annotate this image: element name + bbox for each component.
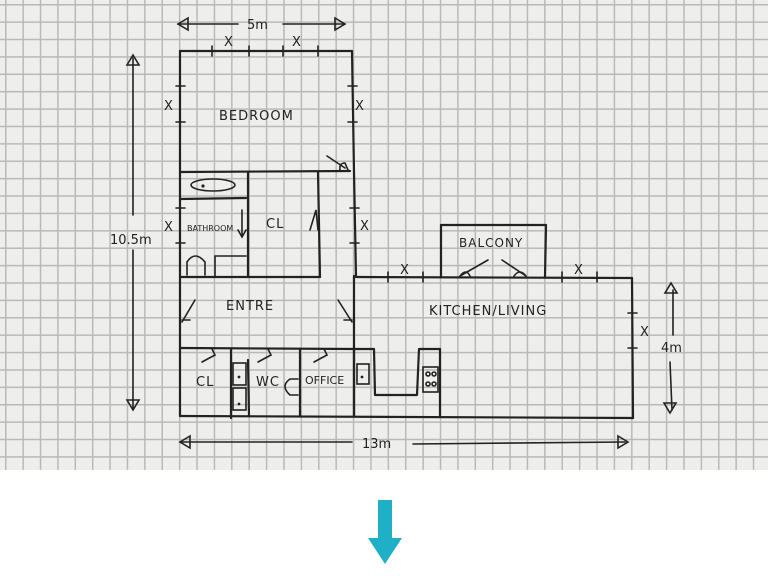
fixtures	[186, 178, 439, 411]
down-arrow-icon	[368, 500, 402, 564]
room-label-kitchen-living: KITCHEN/LIVING	[429, 304, 547, 319]
graph-paper	[0, 0, 768, 470]
dimension-right: 4m	[661, 281, 682, 415]
dimension-bottom: 13m	[178, 434, 630, 452]
bathtub-icon	[190, 178, 236, 192]
svg-text:X: X	[164, 99, 174, 114]
floor-plan: 5m 10.5m 13m 4m	[110, 16, 682, 452]
toilet-icon	[186, 255, 206, 276]
room-label-closet-upper: CL	[266, 217, 284, 232]
window-markers: X X X X X X X X X	[164, 35, 650, 349]
kitchen-sink-icon	[356, 363, 370, 385]
room-label-bathroom: BATHROOM	[187, 224, 233, 233]
dimension-label-bottom: 13m	[362, 437, 391, 452]
svg-text:X: X	[574, 263, 584, 278]
dryer-icon	[232, 387, 247, 411]
stove-icon	[422, 366, 439, 393]
svg-text:X: X	[360, 219, 370, 234]
room-label-bedroom: BEDROOM	[219, 109, 294, 124]
room-label-closet-lower: CL	[196, 375, 214, 390]
room-label-entre: ENTRE	[226, 299, 274, 314]
dimension-label-right: 4m	[661, 341, 682, 356]
svg-text:X: X	[164, 220, 174, 235]
wc-toilet-icon	[284, 378, 299, 396]
washer-icon	[232, 362, 247, 386]
dimension-top: 5m	[176, 16, 347, 33]
dimension-left: 10.5m	[110, 53, 152, 412]
room-label-office: OFFICE	[305, 374, 344, 387]
svg-text:X: X	[224, 35, 234, 50]
doors	[181, 155, 527, 363]
svg-text:X: X	[355, 99, 365, 114]
svg-text:X: X	[640, 325, 650, 340]
room-labels: BEDROOM BATHROOM CL ENTRE CL WC OFFICE B…	[187, 109, 547, 390]
svg-text:X: X	[400, 263, 410, 278]
dimension-label-top: 5m	[247, 18, 268, 33]
sink-counter	[214, 255, 247, 277]
svg-text:X: X	[292, 35, 302, 50]
room-label-wc: WC	[256, 375, 280, 390]
room-label-balcony: BALCONY	[459, 236, 523, 250]
dimension-label-left: 10.5m	[110, 233, 152, 248]
walls	[178, 49, 635, 420]
